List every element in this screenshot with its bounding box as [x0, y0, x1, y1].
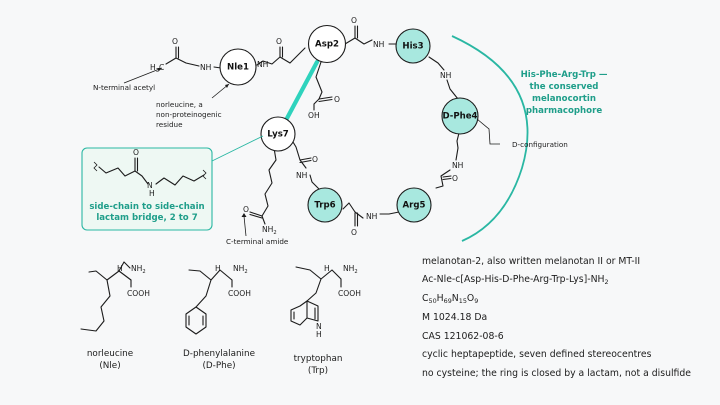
- pharmacophore-arc: [451, 35, 529, 242]
- residue-trp6: Trp6: [307, 187, 343, 223]
- svg-text:O: O: [452, 174, 458, 183]
- svg-text:norleucine, a: norleucine, a: [156, 100, 203, 109]
- info-closure: no cysteine; the ring is closed by a lac…: [422, 368, 691, 379]
- svg-text:OH: OH: [308, 111, 320, 120]
- residue-asp2: Asp2: [307, 24, 347, 64]
- asp-side-chain: [313, 61, 333, 111]
- svg-text:melanocortin: melanocortin: [532, 94, 596, 104]
- lactam-bridge-box: O N H side-chain to side-chain lactam br…: [81, 135, 264, 231]
- svg-text:(Nle): (Nle): [99, 361, 120, 371]
- residue-his3: His3: [395, 28, 431, 64]
- info-formula: C50H69N15O9: [422, 293, 478, 305]
- residue-lys7: Lys7: [260, 116, 296, 152]
- svg-text:N-terminal acetyl: N-terminal acetyl: [93, 83, 155, 92]
- svg-text:NH: NH: [296, 171, 307, 180]
- svg-text:H: H: [149, 189, 155, 198]
- svg-text:H: H: [117, 264, 123, 273]
- svg-text:NH2: NH2: [233, 264, 248, 275]
- svg-text:O: O: [351, 16, 357, 25]
- svg-text:D-phenylalanine: D-phenylalanine: [183, 349, 255, 359]
- annotation-n-terminal: N-terminal acetyl: [93, 67, 163, 92]
- svg-text:NH: NH: [452, 161, 463, 170]
- info-mass: M 1024.18 Da: [422, 312, 487, 323]
- residue-nle1: Nle1: [219, 48, 257, 86]
- svg-text:O: O: [133, 148, 139, 157]
- structure-norleucine: H NH2 COOH norleucine (Nle): [80, 261, 150, 371]
- svg-text:side-chain to side-chain: side-chain to side-chain: [89, 202, 204, 212]
- atom-labels: O H3C NH O NH O NH O OH NH NH O NH O NH …: [150, 16, 463, 237]
- svg-text:NH2: NH2: [262, 225, 277, 236]
- svg-text:tryptophan: tryptophan: [294, 354, 343, 364]
- svg-text:(D-Phe): (D-Phe): [202, 361, 235, 371]
- structure-tryptophan: H NH2 COOH N H tryptophan (Trp): [290, 264, 361, 376]
- svg-text:NH: NH: [257, 60, 268, 69]
- svg-text:lactam bridge, 2 to 7: lactam bridge, 2 to 7: [96, 213, 197, 223]
- info-topology: cyclic heptapeptide, seven defined stere…: [422, 349, 652, 360]
- n-terminal-acetyl: [165, 46, 222, 69]
- svg-text:H3C: H3C: [150, 63, 164, 74]
- structure-d-phenylalanine: H NH2 COOH D-phenylalanine (D-Phe): [183, 264, 255, 371]
- svg-text:O: O: [276, 37, 282, 46]
- svg-text:O: O: [243, 205, 249, 214]
- pharmacophore-label: His-Phe-Arg-Trp — the conserved melanoco…: [521, 70, 608, 116]
- svg-text:(Trp): (Trp): [308, 366, 328, 376]
- svg-text:residue: residue: [156, 120, 183, 129]
- annotation-c-terminal: C-terminal amide: [226, 213, 289, 246]
- lys-side-chain: [249, 147, 277, 225]
- residue-dphe4: D-Phe4: [441, 97, 479, 135]
- svg-text:His-Phe-Arg-Trp —: His-Phe-Arg-Trp —: [521, 70, 608, 80]
- residue-arg5: Arg5: [396, 187, 432, 223]
- svg-text:N: N: [147, 181, 153, 190]
- info-name: melanotan-2, also written melanotan II o…: [422, 256, 640, 267]
- svg-text:NH: NH: [200, 63, 211, 72]
- annotation-norleucine: norleucine, a non-proteinogenic residue: [156, 83, 230, 129]
- svg-text:NH: NH: [366, 212, 377, 221]
- svg-text:NH2: NH2: [343, 264, 358, 275]
- svg-text:COOH: COOH: [127, 289, 150, 298]
- svg-text:COOH: COOH: [338, 289, 361, 298]
- svg-text:norleucine: norleucine: [87, 349, 133, 359]
- svg-text:H: H: [316, 330, 322, 339]
- svg-text:Asp2: Asp2: [315, 40, 339, 50]
- annotation-d-configuration: D-configuration: [476, 118, 568, 149]
- svg-text:His3: His3: [402, 42, 423, 52]
- svg-text:H: H: [324, 264, 330, 273]
- svg-text:D-Phe4: D-Phe4: [442, 112, 477, 122]
- svg-text:N: N: [316, 322, 322, 331]
- svg-text:the conserved: the conserved: [530, 82, 599, 92]
- svg-text:pharmacophore: pharmacophore: [526, 106, 602, 116]
- svg-text:Trp6: Trp6: [314, 201, 335, 211]
- svg-text:Lys7: Lys7: [267, 130, 289, 140]
- svg-text:Arg5: Arg5: [402, 201, 425, 211]
- ring-backbone: [256, 25, 460, 227]
- svg-text:non-proteinogenic: non-proteinogenic: [156, 110, 222, 119]
- svg-text:NH: NH: [440, 71, 451, 80]
- svg-text:D-configuration: D-configuration: [512, 140, 568, 149]
- svg-text:O: O: [351, 228, 357, 237]
- svg-text:NH2: NH2: [131, 264, 146, 275]
- svg-text:O: O: [172, 37, 178, 46]
- info-sequence: Ac-Nle-c[Asp-His-D-Phe-Arg-Trp-Lys]-NH2: [422, 274, 609, 286]
- info-cas: CAS 121062-08-6: [422, 331, 504, 342]
- svg-text:NH: NH: [373, 40, 384, 49]
- svg-text:Nle1: Nle1: [227, 63, 249, 73]
- info-block: melanotan-2, also written melanotan II o…: [422, 256, 691, 379]
- svg-text:COOH: COOH: [228, 289, 251, 298]
- svg-text:O: O: [334, 95, 340, 104]
- svg-text:C-terminal amide: C-terminal amide: [226, 237, 289, 246]
- lactam-bridge-line: [282, 59, 320, 125]
- svg-text:O: O: [312, 155, 318, 164]
- svg-text:H: H: [215, 264, 221, 273]
